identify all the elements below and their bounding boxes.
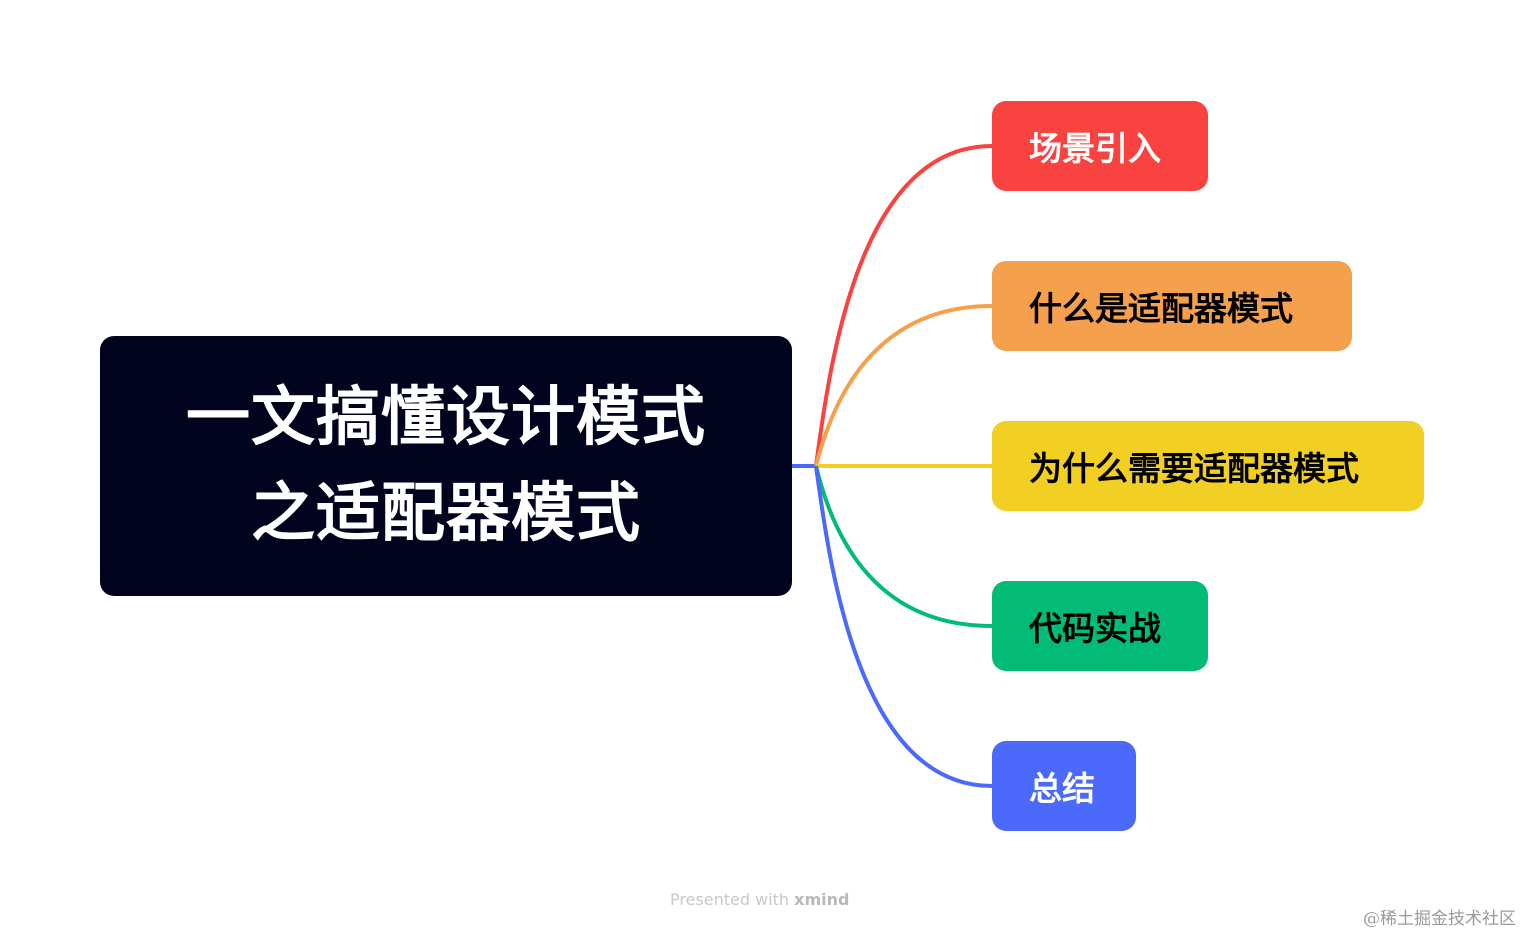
connector-topic-5 xyxy=(814,465,993,788)
central-topic-line-1: 一文搞懂设计模式 xyxy=(186,381,706,455)
connector-topic-1 xyxy=(814,144,993,467)
presented-with-footer: Presented with xmind xyxy=(670,890,849,909)
presented-with-text: Presented with xyxy=(670,890,790,909)
connector-topic-4 xyxy=(814,465,993,628)
connector-topic-2 xyxy=(814,304,993,467)
topic-label: 什么是适配器模式 xyxy=(1029,289,1293,328)
topic-code-practice[interactable]: 代码实战 xyxy=(992,581,1208,671)
topic-label: 场景引入 xyxy=(1029,129,1161,168)
central-topic-line-2: 之适配器模式 xyxy=(251,477,641,551)
topic-why-adapter[interactable]: 为什么需要适配器模式 xyxy=(992,421,1424,511)
central-topic[interactable]: 一文搞懂设计模式 之适配器模式 xyxy=(100,336,792,596)
xmind-brand: xmind xyxy=(794,890,850,909)
topic-summary[interactable]: 总结 xyxy=(992,741,1136,831)
topic-what-is-adapter[interactable]: 什么是适配器模式 xyxy=(992,261,1352,351)
topic-label: 代码实战 xyxy=(1029,609,1161,648)
topic-label: 为什么需要适配器模式 xyxy=(1029,449,1359,488)
topic-scene-intro[interactable]: 场景引入 xyxy=(992,101,1208,191)
watermark: @稀土掘金技术社区 xyxy=(1363,909,1516,929)
topic-label: 总结 xyxy=(1029,769,1095,808)
